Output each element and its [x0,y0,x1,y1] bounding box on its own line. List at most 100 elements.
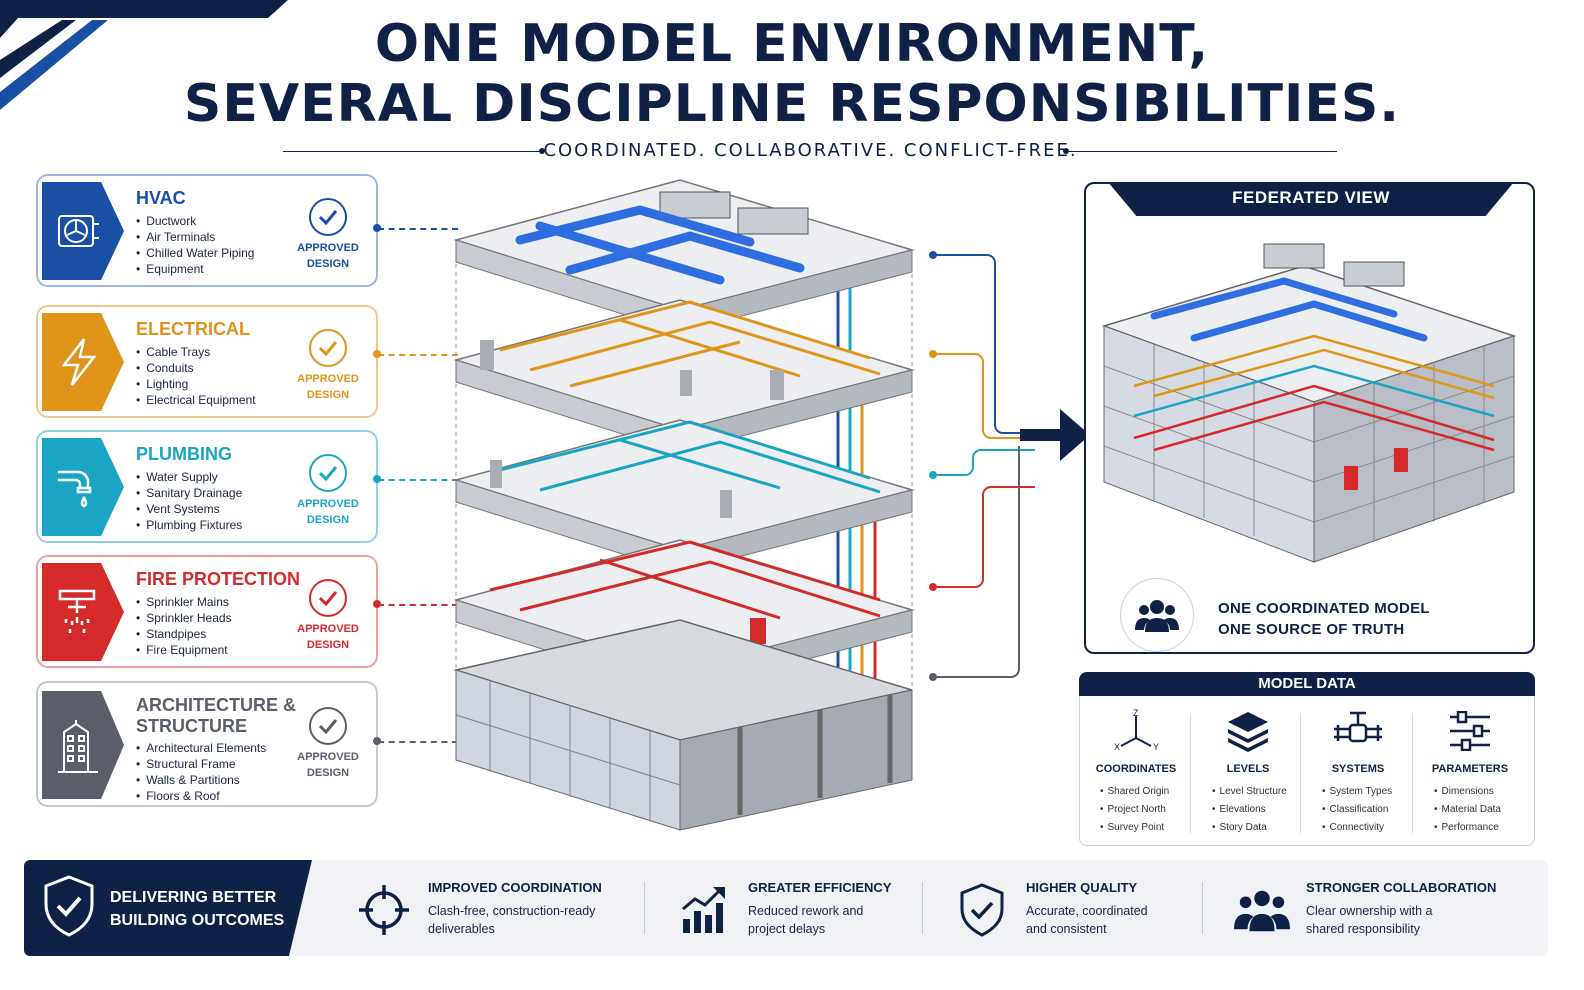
valve-icon [1302,707,1414,755]
list-item: Air Terminals [136,229,254,245]
approved-label: APPROVED [297,498,359,510]
growth-chart-icon [676,882,732,938]
footer-lead-text: DELIVERING BETTER BUILDING OUTCOMES [110,886,284,932]
page-subtitle: COORDINATED. COLLABORATIVE. CONFLICT-FRE… [543,140,1078,161]
benefit-title: GREATER EFFICIENCY [748,880,892,895]
people-icon [1234,882,1290,938]
check-icon [309,454,347,492]
discipline-name-line-2: STRUCTURE [136,716,247,736]
axis-label-y: Y [1153,742,1159,752]
model-data-coordinates: ZXY COORDINATES Shared Origin Project No… [1080,707,1192,837]
list-item: Lighting [136,376,256,392]
page-title-line-1: ONE MODEL ENVIRONMENT, [374,14,1210,74]
discipline-items: Ductwork Air Terminals Chilled Water Pip… [136,213,254,277]
model-data-systems: SYSTEMS System Types Classification Conn… [1302,707,1414,837]
axis-label-z: Z [1133,708,1139,718]
design-label: DESIGN [306,389,350,401]
page-title-line-2: SEVERAL DISCIPLINE RESPONSIBILITIES. [183,74,1401,134]
discipline-name-line-1: ARCHITECTURE & [136,695,296,715]
list-item: Walls & Partitions [136,772,266,788]
federated-caption: ONE COORDINATED MODEL ONE SOURCE OF TRUT… [1218,598,1430,640]
model-data-label: SYSTEMS [1331,763,1385,775]
discipline-card-plumbing[interactable]: PLUMBING Water Supply Sanitary Drainage … [36,430,378,543]
discipline-card-electrical[interactable]: ELECTRICAL Cable Trays Conduits Lighting… [36,305,378,418]
list-item: Dimensions [1434,783,1526,801]
benefit-title: HIGHER QUALITY [1026,880,1138,895]
approved-badge: APPROVED DESIGN [292,454,364,528]
benefit-efficiency: GREATER EFFICIENCY Reduced rework and pro… [676,860,946,956]
benefits-footer: DELIVERING BETTER BUILDING OUTCOMES IMPR… [24,860,1548,956]
benefit-desc-line-1: Clear ownership with a [1306,904,1433,918]
benefit-title: STRONGER COLLABORATION [1306,880,1497,895]
list-item: Equipment [136,261,254,277]
list-item: Sprinkler Heads [136,610,231,626]
connector-hvac [373,224,458,232]
building-icon [42,691,124,799]
list-item: Floors & Roof [136,788,266,804]
subtitle-row: COORDINATED. COLLABORATIVE. CONFLICT-FRE… [283,140,1338,164]
list-item: Conduits [136,360,256,376]
discipline-name: ELECTRICAL [136,319,250,339]
model-data-label: PARAMETERS [1431,763,1509,775]
model-data-header: MODEL DATA [1079,672,1535,696]
list-item: Fire Equipment [136,642,232,658]
axes-icon: Z X Y [1080,707,1192,755]
benefit-desc: Reduced rework and project delays [748,902,948,938]
approved-badge: APPROVED DESIGN [292,198,364,272]
sprinkler-icon [42,563,124,661]
list-item: Plumbing Fixtures [136,517,242,533]
model-data-items: Level Structure Elevations Story Data [1192,783,1304,837]
model-data-levels: LEVELS Level Structure Elevations Story … [1192,707,1304,837]
federated-building-model [1101,243,1517,563]
exploded-building-diagram [453,179,915,831]
list-item: Elevations [1212,801,1304,819]
model-data-label: LEVELS [1226,763,1270,775]
discipline-name: FIRE PROTECTION [136,569,301,589]
list-item: Classification [1322,801,1414,819]
list-item: Shared Origin [1100,783,1192,801]
list-item: Standpipes [136,626,232,642]
discipline-card-fire-protection[interactable]: FIRE PROTECTION Sprinkler Mains Sprinkle… [36,555,378,668]
list-item: Water Supply [136,469,242,485]
model-data-items: Dimensions Material Data Performance [1414,783,1526,837]
discipline-card-architecture-structure[interactable]: ARCHITECTURE &STRUCTURE Architectural El… [36,681,378,807]
discipline-card-hvac[interactable]: HVAC Ductwork Air Terminals Chilled Wate… [36,174,378,287]
approved-label: APPROVED [297,242,359,254]
benefit-desc-line-1: Accurate, coordinated [1026,904,1148,918]
benefit-desc-line-1: Clash-free, construction-ready [428,904,596,918]
benefit-desc-line-2: deliverables [428,922,495,936]
faucet-icon [42,438,124,536]
benefit-desc: Clash-free, construction-ready deliverabl… [428,902,628,938]
approved-badge: APPROVED DESIGN [292,329,364,403]
list-item: Survey Point [1100,819,1192,837]
footer-lead-line-1: DELIVERING BETTER [110,889,277,906]
list-item: Project North [1100,801,1192,819]
hvac-level [453,179,915,333]
list-item: Vent Systems [136,501,242,517]
approved-label: APPROVED [297,623,359,635]
discipline-name: ARCHITECTURE &STRUCTURE [136,695,296,737]
merge-lines [929,251,1035,681]
list-item: Level Structure [1212,783,1304,801]
list-item: Chilled Water Piping [136,245,254,261]
list-item: Architectural Elements [136,740,266,756]
benefit-desc-line-1: Reduced rework and [748,904,864,918]
design-label: DESIGN [306,258,350,270]
connector-fire [373,600,458,608]
benefit-coordination: IMPROVED COORDINATION Clash-free, constr… [356,860,646,956]
axis-label-x: X [1114,742,1120,752]
approved-label: APPROVED [297,373,359,385]
list-item: Electrical Equipment [136,392,255,408]
shield-check-icon [44,875,94,937]
discipline-items: Architectural Elements Structural Frame … [136,740,266,804]
check-icon [309,579,347,617]
list-item: Ductwork [136,213,254,229]
federated-view-panel: FEDERATED VIEW ONE COORDINATED MODEL ONE… [1084,182,1535,654]
benefit-desc-line-2: project delays [748,922,826,936]
list-item: Story Data [1212,819,1304,837]
list-item: Cable Trays [136,344,256,360]
crosshair-icon [356,882,412,938]
discipline-items: Water Supply Sanitary Drainage Vent Syst… [136,469,242,533]
check-icon [309,198,347,236]
